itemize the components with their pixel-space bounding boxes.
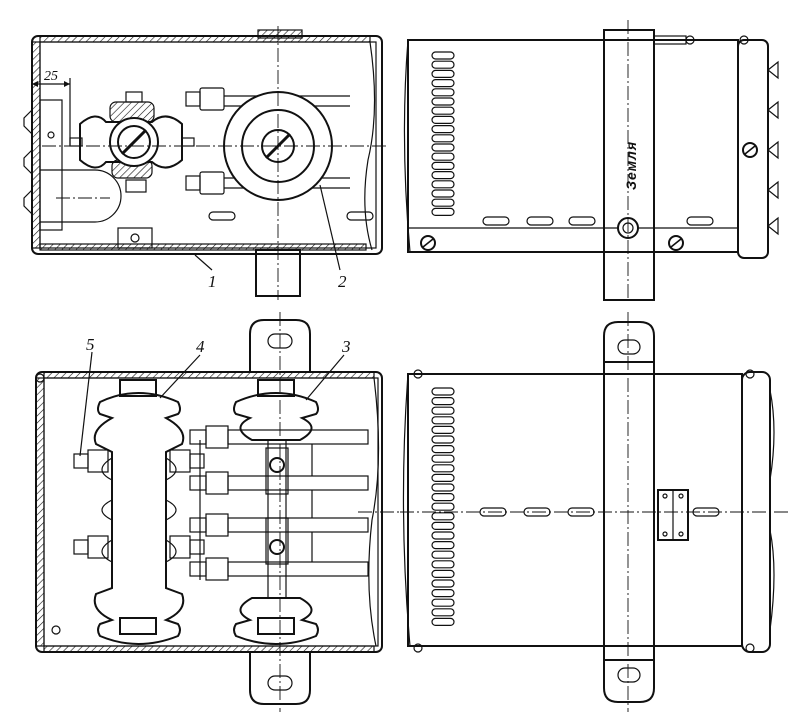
- insulator-4: [93, 379, 185, 645]
- vent-slot: [431, 161, 455, 170]
- vent-slot: [431, 198, 455, 207]
- vent-slot: [431, 152, 455, 161]
- vent-slot: [431, 608, 455, 617]
- ground-label: Земля: [623, 141, 639, 190]
- label-5: 5: [86, 335, 95, 354]
- insulator-3: [233, 379, 319, 645]
- top-right-view: Земля: [403, 20, 779, 301]
- label-4: 4: [196, 337, 205, 356]
- dimension-25: 25: [44, 69, 58, 84]
- vent-slot: [431, 540, 455, 550]
- vent-slot: [431, 531, 455, 540]
- vent-slots-top: [431, 51, 455, 216]
- vent-slot: [431, 106, 455, 115]
- vent-slot: [431, 502, 455, 511]
- vent-slot: [431, 445, 455, 454]
- vent-slot: [431, 88, 455, 97]
- vent-slot: [431, 521, 455, 531]
- vent-slot: [431, 569, 455, 579]
- vent-slot: [431, 493, 455, 502]
- vent-slot: [431, 78, 455, 88]
- vent-slot: [431, 189, 455, 198]
- label-1: 1: [208, 272, 217, 291]
- vent-slot: [431, 617, 455, 627]
- vent-slot: [431, 588, 455, 598]
- vent-slot: [431, 512, 455, 521]
- vent-slot: [431, 435, 455, 444]
- vent-slot: [431, 598, 455, 607]
- vent-slot: [431, 560, 455, 569]
- vent-slot: [431, 60, 455, 69]
- bottom-left-view: 5 4 3: [35, 312, 400, 712]
- vent-slot: [431, 483, 455, 492]
- vent-slot: [431, 180, 455, 189]
- label-2: 2: [338, 272, 347, 291]
- vent-slot: [431, 134, 455, 143]
- vent-slot: [431, 464, 455, 473]
- vent-slot: [431, 69, 455, 79]
- vent-slot: [431, 124, 455, 134]
- vent-slot: [431, 51, 455, 60]
- vent-slots-bottom: [431, 387, 455, 627]
- label-3: 3: [341, 337, 351, 356]
- vent-slot: [431, 397, 455, 406]
- vent-slot: [431, 143, 455, 152]
- fuse-rows: [189, 425, 369, 581]
- bottom-right-view: [400, 312, 790, 712]
- terminals-5: [73, 449, 205, 559]
- vent-slot: [431, 207, 455, 216]
- vent-slot: [431, 406, 455, 415]
- vent-slot: [431, 387, 455, 396]
- vent-slot: [431, 171, 455, 180]
- vent-slot: [431, 550, 455, 559]
- vent-slot: [431, 425, 455, 434]
- top-left-view: 25: [23, 26, 388, 300]
- vent-slot: [431, 115, 455, 125]
- vent-slot: [431, 579, 455, 588]
- vent-slot: [431, 97, 455, 106]
- vent-slot: [431, 454, 455, 463]
- vent-slot: [431, 473, 455, 482]
- vent-slot: [431, 416, 455, 425]
